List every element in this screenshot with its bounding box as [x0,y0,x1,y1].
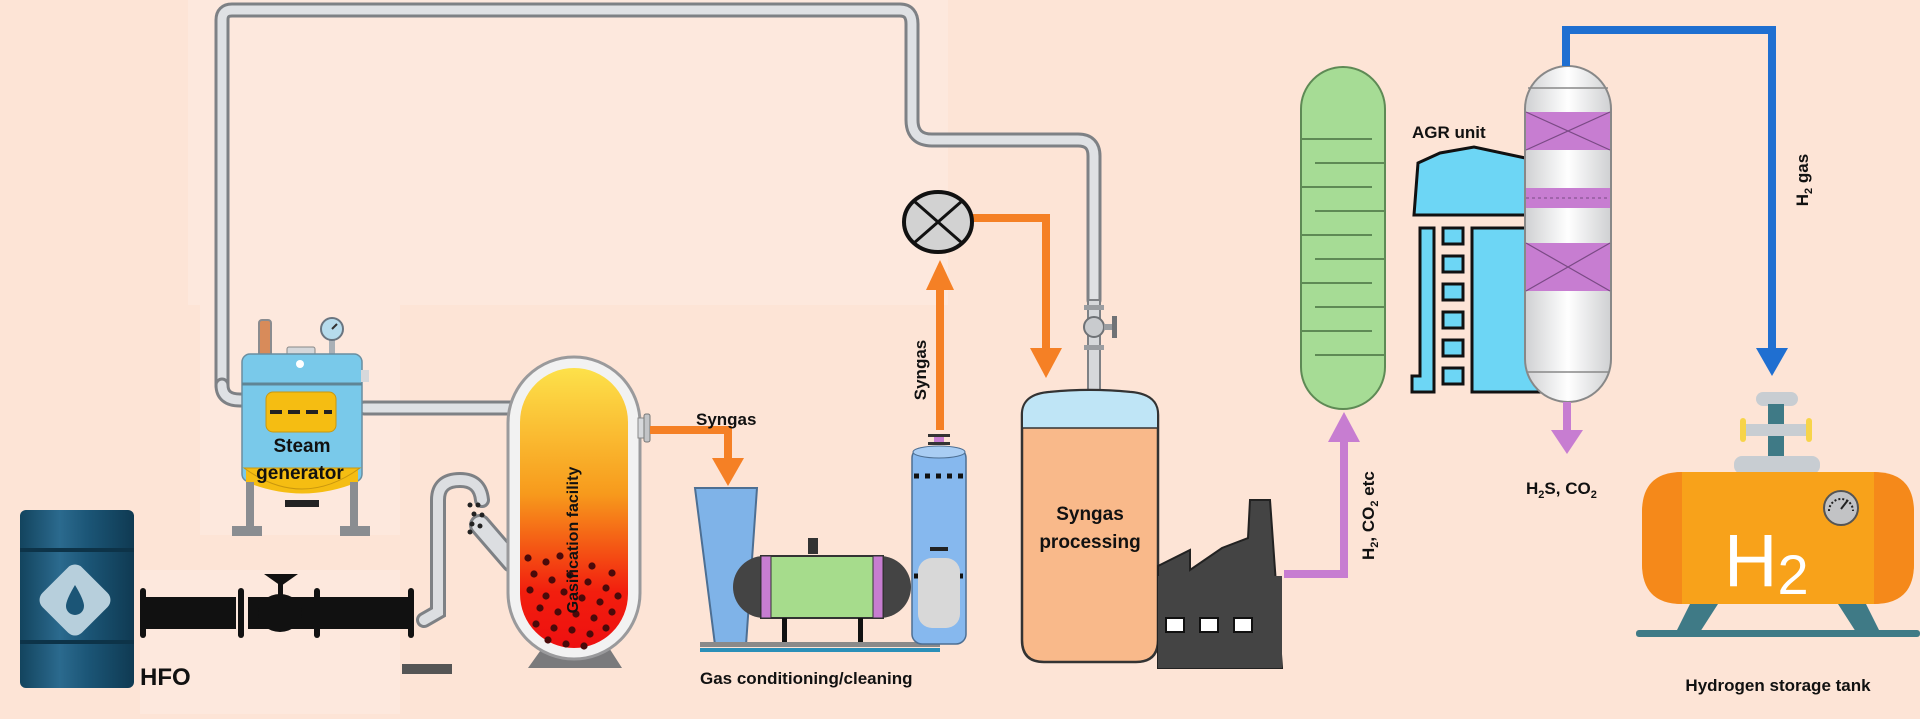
thermometer-icon [258,319,272,357]
fuel-particle [614,592,622,600]
fuel-particle [556,552,564,560]
steam-generator-label-line1: Steam [273,436,330,457]
gas-conditioning-label: Gas conditioning/cleaning [700,669,913,688]
fuel-particle [588,562,596,570]
fuel-particle [584,578,592,586]
fuel-particles [524,552,622,650]
hfo-label: HFO [140,664,191,691]
fuel-particle [608,569,616,577]
h2-symbol: H2 [1724,519,1809,606]
fuel-particle [602,624,610,632]
arrow-head-icon [712,458,744,486]
absorber-column [1524,65,1612,403]
agr-unit [1410,145,1542,394]
h2-gas-flow-arrow [1562,26,1776,350]
fuel-particle [562,640,570,648]
hydrogen-storage-tank [1636,392,1920,637]
fuel-particle [602,584,610,592]
steam-valve-icon [1083,299,1117,411]
steam-pipe [214,2,1102,416]
fuel-particle [544,636,552,644]
fuel-particle [586,630,594,638]
feed-pipe [416,471,523,628]
syngas-processing-label-line2: processing [1039,532,1140,553]
fuel-particle [536,604,544,612]
fuel-particle [608,608,616,616]
arrow-head-icon [926,260,954,290]
h2-gas-label: H2 gas [1793,154,1815,206]
fuel-particle [554,608,562,616]
fuel-particle [580,642,588,650]
hydrogen-tank-label: Hydrogen storage tank [1685,676,1871,695]
separator-column [1300,66,1386,410]
fuel-particle [526,586,534,594]
fuel-particle [542,558,550,566]
fuel-particle [572,610,580,618]
valve-handle-icon [264,574,298,598]
agr-unit-label: AGR unit [1412,123,1486,142]
factory-icon [1157,499,1284,669]
background-patch [140,570,400,714]
fuel-particle [560,588,568,596]
fuel-droplets [467,502,485,535]
ground-slab [402,664,452,674]
fuel-particle [530,570,538,578]
fuel-particle [568,626,576,634]
steam-generator: Steam generator [232,317,370,536]
flow-control-valve-icon [902,190,974,254]
arrow-head-icon [1756,348,1788,376]
fuel-particle [550,624,558,632]
fuel-particle [532,620,540,628]
pressure-gauge-icon [1823,490,1859,526]
syngas-processing-label-line1: Syngas [1056,504,1124,525]
fuel-particle [566,571,574,579]
fuel-particle [590,614,598,622]
arrow-head-icon [1551,430,1583,454]
arrow-head-icon [1328,412,1360,442]
syngas-flow-arrow-2 [936,214,1050,430]
syngas-label-2: Syngas [911,340,930,400]
syngas-label-1: Syngas [696,410,756,429]
syngas-processing-unit [1020,388,1160,664]
fuel-particle [524,554,532,562]
arrow-head-icon [1030,348,1062,378]
oil-barrel-icon [20,510,134,688]
gas-conditioning-unit [693,434,967,652]
fuel-particle [578,594,586,602]
h2s-co2-label: H2S, CO2 [1526,479,1597,501]
fuel-particle [542,592,550,600]
fuel-particle [596,598,604,606]
pressure-gauge-icon [320,317,344,358]
background-patch [188,0,948,305]
steam-generator-display [265,391,337,433]
syngas-flow-arrow-1 [650,426,732,460]
steam-generator-label-line2: generator [256,463,344,484]
h2-co2-flow-arrow [1284,440,1348,578]
hfo-pipeline [140,588,414,638]
fuel-particle [548,576,556,584]
gasifier-label: Gasification facility [565,467,582,614]
gasifier-vessel-icon [506,355,651,668]
h2s-co2-flow-line [1563,402,1571,432]
h2-co2-label: H2, CO2 etc [1359,471,1381,560]
